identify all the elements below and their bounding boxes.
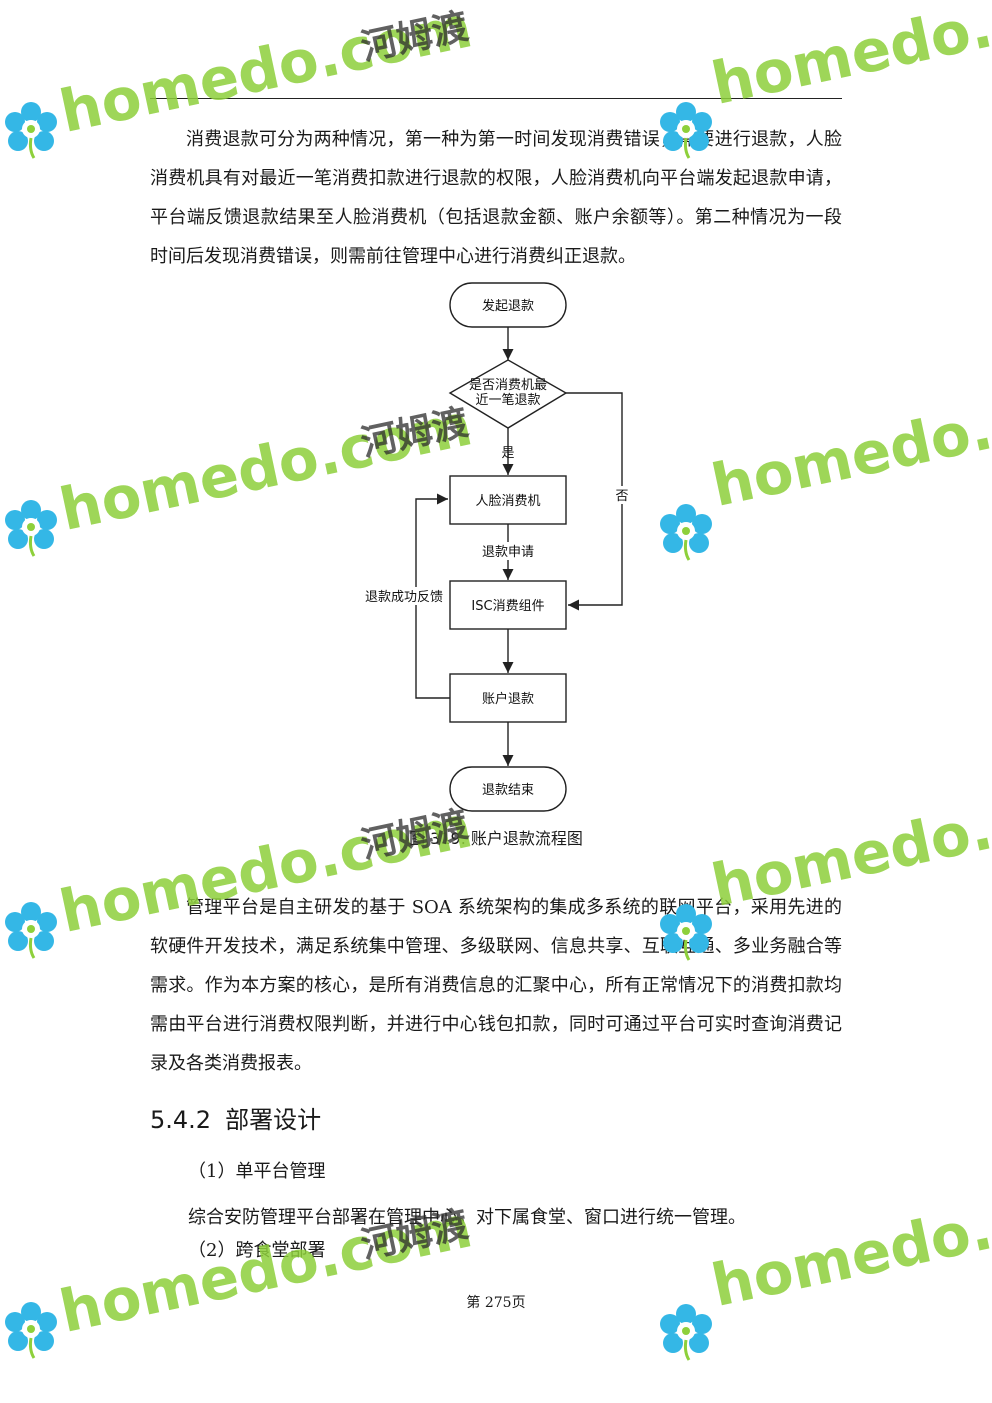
page-number: 第 275页 bbox=[466, 1295, 526, 1311]
no-label: 否 bbox=[615, 489, 628, 504]
paragraph-platform: 管理平台是自主研发的基于 SOA 系统架构的集成多系统的联网平台，采用先进的软硬… bbox=[150, 888, 842, 1083]
end-label: 退款结束 bbox=[482, 783, 534, 798]
watermark-text: homedo.com bbox=[705, 0, 992, 119]
decision-label-1: 是否消费机最 bbox=[469, 378, 547, 393]
watermark-flower-icon bbox=[658, 502, 714, 562]
paragraph-text: 消费退款可分为两种情况，第一种为第一时间发现消费错误，需要进行退款，人脸消费机具… bbox=[150, 129, 842, 267]
node-isc bbox=[449, 580, 567, 630]
node-account-refund bbox=[449, 673, 567, 723]
edge-request-label: 退款申请 bbox=[482, 545, 534, 560]
header-rule bbox=[150, 98, 842, 99]
end-terminator bbox=[449, 766, 567, 812]
node-face-machine-label: 人脸消费机 bbox=[475, 494, 540, 509]
list-item-cross-canteen: （2）跨食堂部署 bbox=[188, 1240, 326, 1261]
node-account-refund-label: 账户退款 bbox=[482, 691, 534, 707]
section-title: 部署设计 bbox=[225, 1106, 322, 1134]
paragraph-refund-intro: 消费退款可分为两种情况，第一种为第一时间发现消费错误，需要进行退款，人脸消费机具… bbox=[150, 120, 842, 276]
refund-flowchart: 发起退款 是否消费机最 近一笔退款 是 否 人脸消费机 退款申请 ISC消费组件… bbox=[364, 282, 630, 812]
paragraph-text: 管理平台是自主研发的基于 SOA 系统架构的集成多系统的联网平台，采用先进的软硬… bbox=[150, 897, 842, 1074]
decision-label-2: 近一笔退款 bbox=[475, 392, 540, 408]
start-label: 发起退款 bbox=[482, 298, 534, 314]
section-heading: 5.4.2 部署设计 bbox=[150, 1100, 335, 1135]
edge-feedback-label: 退款成功反馈 bbox=[365, 590, 443, 605]
watermark-flower-icon bbox=[3, 100, 59, 160]
watermark-cn-text: 河姆渡 bbox=[357, 6, 472, 69]
yes-label: 是 bbox=[501, 446, 514, 461]
node-face-machine bbox=[449, 475, 567, 525]
figure-caption: 图 319. 账户退款流程图 bbox=[409, 829, 583, 848]
list-item-single-platform: （1）单平台管理 bbox=[188, 1161, 326, 1182]
watermark-text: homedo.com bbox=[705, 366, 992, 520]
watermark-flower-icon bbox=[3, 900, 59, 960]
watermark-flower-icon bbox=[3, 498, 59, 558]
node-isc-label: ISC消费组件 bbox=[471, 599, 544, 614]
section-number: 5.4.2 bbox=[150, 1106, 212, 1134]
list-item-single-platform-text: 综合安防管理平台部署在管理中心，对下属食堂、窗口进行统一管理。 bbox=[188, 1207, 746, 1228]
